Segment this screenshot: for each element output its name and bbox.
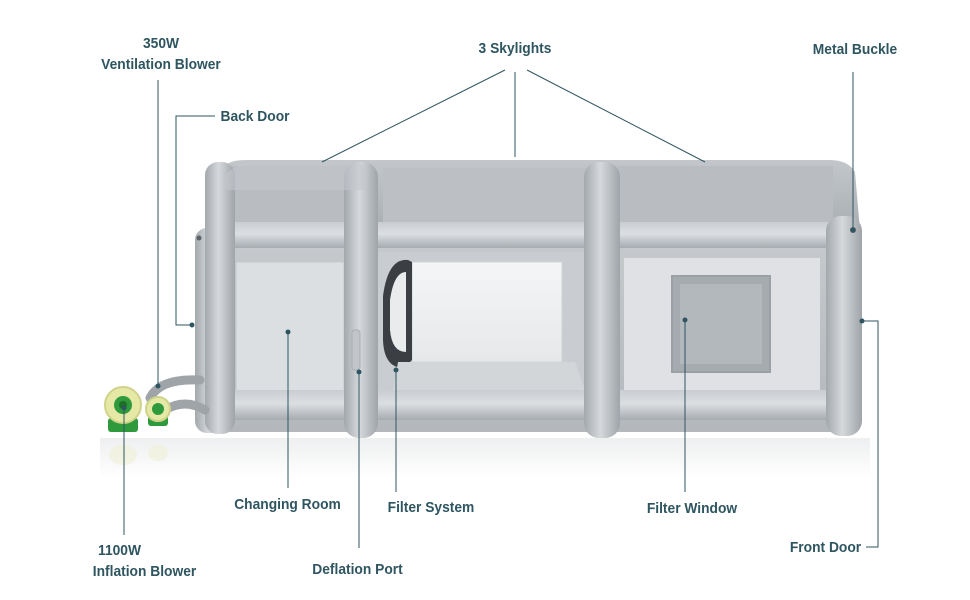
arch-tube	[584, 162, 620, 438]
changing-room-panel	[235, 261, 345, 393]
front-door-label: Front Door	[789, 539, 862, 556]
inflation-blower-icon	[104, 386, 142, 465]
arch-tube	[826, 216, 862, 436]
filter-system-media	[390, 272, 406, 352]
leader-lines	[123, 69, 879, 548]
inflation-hose	[160, 399, 210, 415]
ventilation-blower-icon	[145, 396, 171, 461]
skylight-panel	[618, 166, 833, 224]
metal-buckle-label: Metal Buckle	[812, 41, 898, 58]
deflation-port-valve	[351, 329, 361, 371]
bottom-tube	[205, 390, 857, 420]
skylight-panel	[383, 168, 588, 222]
inner-floor	[392, 362, 588, 398]
top-tube	[205, 222, 857, 248]
skylights-label: 3 Skylights	[478, 40, 552, 57]
back-door-label: Back Door	[220, 108, 290, 125]
inner-opening	[411, 261, 563, 363]
filter-window-inner	[680, 284, 762, 364]
leader-dots	[121, 227, 865, 411]
arch-tube	[344, 162, 378, 438]
metal-buckle-icon	[196, 235, 202, 241]
roof-arch	[225, 160, 366, 190]
inflation-blower-label: 1100W Inflation Blower	[92, 542, 197, 580]
filter-window-label: Filter Window	[646, 500, 738, 517]
arch-tube	[205, 162, 235, 434]
ventilation-blower-label: 350W Ventilation Blower	[101, 35, 221, 73]
changing-room-label: Changing Room	[234, 496, 341, 513]
floor-reflection	[100, 438, 870, 478]
deflation-port-label: Deflation Port	[312, 561, 403, 578]
filter-system-label: Filter System	[387, 499, 475, 516]
ventilation-hose	[145, 375, 205, 403]
